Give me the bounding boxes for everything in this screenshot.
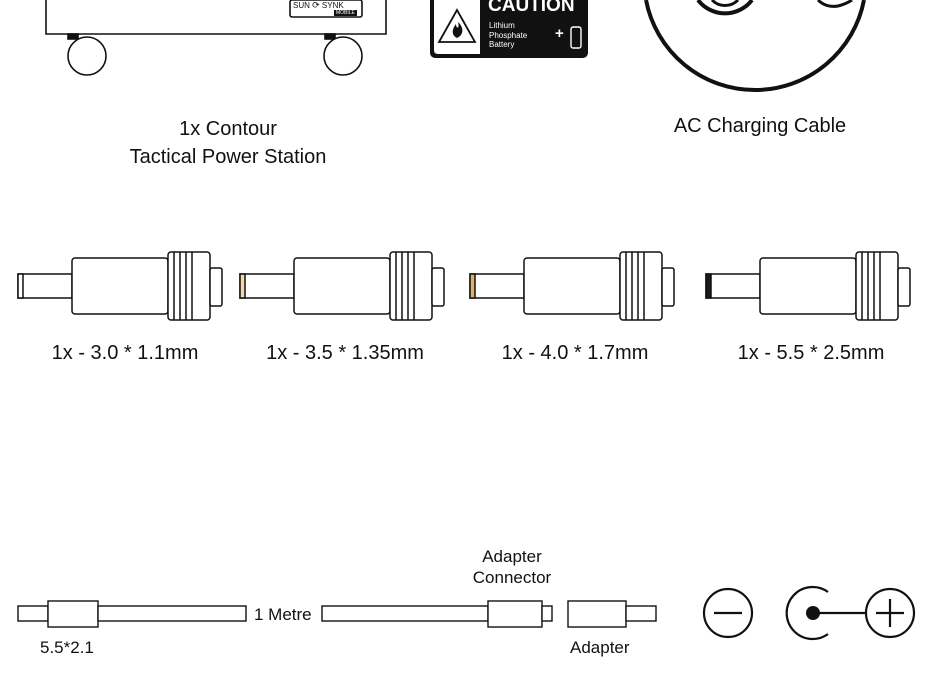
tip-body: [523, 257, 621, 315]
plug-body: [47, 600, 99, 628]
dc-tip-4: [705, 251, 911, 321]
tip-shaft: [469, 273, 525, 299]
brand-badge: [289, 0, 363, 18]
tip-label-1: 1x - 3.0 * 1.1mm: [51, 342, 199, 364]
plus-circle-icon: [864, 587, 916, 639]
station-caption-line-2: Tactical Power Station: [129, 146, 327, 168]
brand-sun-text: SUN: [293, 1, 310, 10]
tip-shaft: [239, 273, 295, 299]
tip-shaft: [17, 273, 73, 299]
dc-tip-1: [17, 251, 223, 321]
dc-tip-3: [469, 251, 675, 321]
tip-pin-end: [17, 273, 24, 299]
station-caption: 1x Contour Tactical Power Station: [110, 115, 346, 171]
wheel-right: [323, 36, 363, 76]
caution-line-2: Phosphate: [489, 30, 528, 40]
connector-label-line-2: Connector: [472, 568, 552, 587]
tip-body: [71, 257, 169, 315]
wheel-left: [67, 36, 107, 76]
minus-circle-icon: [702, 587, 754, 639]
caution-line-1: Lithium: [489, 21, 515, 30]
cable-diagram: [17, 600, 657, 628]
sync-icon: ⟳: [312, 0, 320, 10]
tip-shaft: [705, 273, 761, 299]
center-positive-connector-icon: [785, 585, 866, 641]
caution-title: CAUTION: [488, 0, 575, 16]
tip-pin-end: [469, 273, 476, 299]
adapter-tip: [625, 605, 657, 622]
connector-tip: [541, 605, 553, 622]
tip-pin-end: [239, 273, 246, 299]
caution-description: Lithium Phosphate Battery: [489, 21, 527, 50]
tip-label-4: 1x - 5.5 * 2.5mm: [737, 342, 885, 364]
dc-tip-2: [239, 251, 445, 321]
caution-plus: +: [555, 25, 564, 42]
ac-cable-illustration: [644, 0, 866, 92]
power-station-illustration: [45, 0, 387, 76]
brand-sub-text: MOBILE: [334, 10, 357, 16]
tip-label-2: 1x - 3.5 * 1.35mm: [266, 342, 424, 364]
adapter-connector-label: Adapter Connector: [456, 546, 568, 588]
cable-length-label: 1 Metre: [254, 605, 312, 624]
tip-end-cap: [897, 267, 911, 307]
tip-label-3: 1x - 4.0 * 1.7mm: [501, 342, 649, 364]
adapter-connector: [487, 600, 543, 628]
tip-body: [759, 257, 857, 315]
tip-body: [293, 257, 391, 315]
tip-end-cap: [209, 267, 223, 307]
plug-size-label: 5.5*2.1: [40, 638, 94, 657]
plug-tip: [17, 605, 49, 622]
brand-logo: SUN ⟳ SYNK: [293, 0, 344, 11]
cable-segment-2: [321, 605, 489, 622]
tip-end-cap: [431, 267, 445, 307]
flammable-warning-icon: [437, 8, 477, 43]
battery-icon: [570, 26, 582, 49]
ac-cable-caption: AC Charging Cable: [673, 115, 847, 137]
adapter-body: [567, 600, 627, 628]
tip-end-cap: [661, 267, 675, 307]
caution-line-3: Battery: [489, 40, 515, 49]
polarity-symbol: [702, 585, 916, 641]
station-caption-line-1: 1x Contour: [179, 118, 277, 140]
connector-label-line-1: Adapter: [482, 547, 542, 566]
cable-segment-1: [97, 605, 247, 622]
adapter-label: Adapter: [570, 638, 630, 657]
dc-tip-illustrations: [17, 251, 911, 321]
caution-label-illustration: [430, 0, 588, 58]
brand-synk-text: SYNK: [321, 1, 344, 10]
tip-pin-end: [705, 273, 712, 299]
